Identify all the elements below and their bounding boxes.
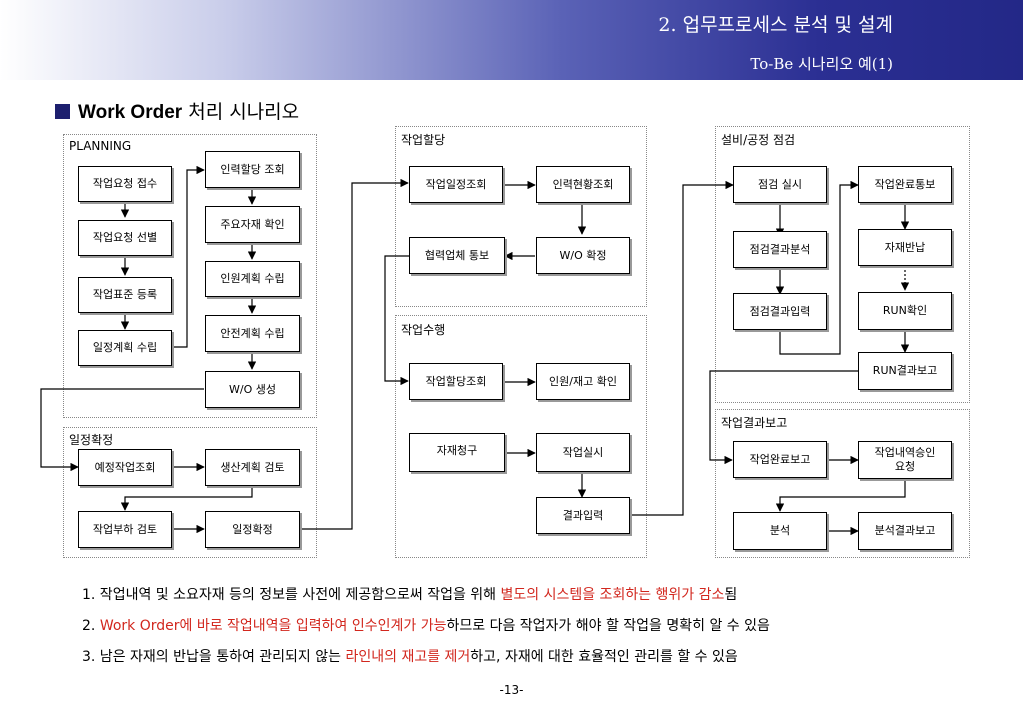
group-label-equip-check: 설비/공정 점검	[721, 133, 796, 147]
node-analysis: 분석	[733, 512, 827, 550]
node-labor-status-query: 인력현황조회	[536, 166, 630, 203]
node-job-detail-approval: 작업내역승인 요청	[858, 441, 952, 479]
group-label-planning: PLANNING	[69, 139, 132, 153]
node-partner-notify: 협력업체 통보	[409, 237, 505, 274]
group-label-schedule-confirm: 일정확정	[69, 433, 114, 447]
note-item: 1. 작업내역 및 소요자재 등의 정보를 사전에 제공함으로써 작업을 위해 …	[82, 587, 738, 603]
heading-square-icon	[55, 104, 70, 119]
group-label-job-execute: 작업수행	[401, 323, 446, 337]
node-job-assign-query: 작업할당조회	[409, 363, 503, 400]
node-analysis-result-report: 분석결과보고	[858, 512, 952, 550]
node-safety-plan: 안전계획 수립	[205, 315, 300, 352]
edge-production-to-load	[120, 486, 253, 511]
node-inspection-result-analysis: 점검결과분석	[733, 231, 827, 268]
node-key-material-check: 주요자재 확인	[205, 206, 300, 243]
node-run-check: RUN확인	[858, 292, 952, 330]
note-item: 2. Work Order에 바로 작업내역을 입력하여 인수인계가 가능하므로…	[82, 618, 770, 634]
note-highlight: 라인내의 재고를 제거	[345, 649, 471, 665]
node-run-result-report: RUN결과보고	[858, 352, 952, 390]
group-planning	[63, 134, 317, 418]
group-equip-check	[715, 126, 970, 403]
note-highlight: Work Order에 바로 작업내역을 입력하여 인수인계가 가능	[99, 618, 447, 634]
node-job-standard-register: 작업표준 등록	[78, 277, 172, 313]
edge-input-to-complete-notify	[779, 180, 859, 355]
node-inspection-execute: 점검 실시	[733, 166, 827, 203]
header-subtitle: To-Be 시나리오 예(1)	[750, 55, 893, 73]
header-banner: 2. 업무프로세스 분석 및 설계 To-Be 시나리오 예(1)	[0, 0, 1023, 80]
section-heading-rest: 처리 시나리오	[182, 101, 300, 123]
page-number: -13-	[499, 683, 524, 697]
node-inspection-result-input: 점검결과입력	[733, 293, 827, 330]
header-title: 2. 업무프로세스 분석 및 설계	[658, 14, 893, 36]
group-result-report	[715, 409, 970, 558]
node-personnel-stock-check: 인원/재고 확인	[536, 363, 630, 400]
node-material-request: 자재청구	[409, 433, 505, 472]
section-heading-bold: Work Order	[78, 102, 183, 123]
edge-confirm-to-job-schedule	[300, 178, 409, 530]
group-job-assign	[395, 126, 647, 307]
node-material-return: 자재반납	[858, 229, 952, 266]
edge-approval-to-analysis	[775, 479, 906, 512]
node-schedule-confirm: 일정확정	[205, 511, 300, 548]
node-job-load-review: 작업부하 검토	[78, 511, 172, 548]
node-wo-confirm: W/O 확정	[536, 237, 630, 274]
node-job-schedule-query: 작업일정조회	[409, 166, 503, 203]
node-job-complete-notify: 작업완료통보	[858, 166, 952, 203]
edge-result-to-inspection	[630, 180, 734, 516]
note-highlight: 별도의 시스템을 조회하는 행위가 감소	[500, 587, 725, 603]
group-schedule-confirm	[63, 427, 317, 558]
node-job-complete-report: 작업완료보고	[733, 441, 827, 478]
node-scheduled-job-query: 예정작업조회	[78, 449, 172, 486]
node-job-request-select: 작업요청 선별	[78, 220, 172, 256]
node-result-input: 결과입력	[536, 497, 630, 534]
node-wo-create: W/O 생성	[205, 371, 300, 408]
notes-list: 1. 작업내역 및 소요자재 등의 정보를 사전에 제공함으로써 작업을 위해 …	[82, 580, 770, 673]
group-job-execute	[395, 315, 647, 558]
node-personnel-plan: 인원계획 수립	[205, 261, 300, 297]
section-heading: Work Order 처리 시나리오	[55, 97, 299, 124]
edge-partner-to-job-assign	[384, 255, 410, 386]
edge-plan-to-labor-query	[171, 165, 205, 348]
node-job-execute: 작업실시	[536, 433, 630, 472]
node-job-request-receive: 작업요청 접수	[78, 166, 172, 202]
group-label-result-report: 작업결과보고	[721, 416, 788, 430]
group-label-job-assign: 작업할당	[401, 133, 446, 147]
note-item: 3. 남은 자재의 반납을 통하여 관리되지 않는 라인내의 재고를 제거하고,…	[82, 649, 738, 665]
edge-wo-to-scheduled-query	[40, 388, 204, 472]
node-labor-assign-query: 인력할당 조회	[205, 151, 300, 188]
node-production-plan-review: 생산계획 검토	[205, 449, 300, 486]
node-schedule-plan: 일정계획 수립	[78, 330, 172, 366]
edge-run-report-to-complete-report	[709, 370, 858, 465]
